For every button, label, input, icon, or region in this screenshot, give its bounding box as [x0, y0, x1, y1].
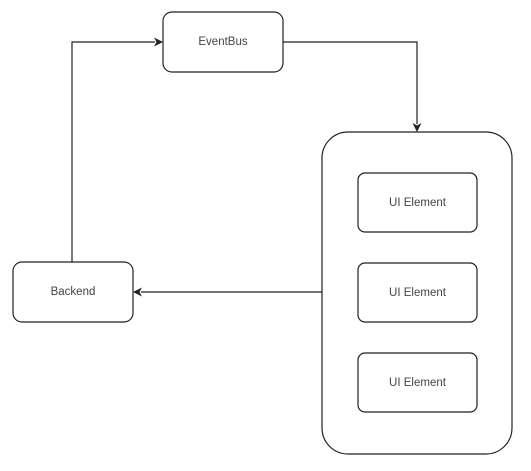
backend-label: Backend: [51, 286, 96, 298]
edge-line: [283, 41, 418, 124]
ui-element-box: [357, 352, 478, 413]
ui-element-label: UI Element: [389, 287, 447, 299]
arrowhead-icon: [412, 123, 422, 132]
ui-element-box: [357, 262, 478, 323]
edge-line: [71, 41, 155, 262]
eventbus-box: [162, 11, 284, 73]
ui-element-node-2[interactable]: UI Element: [357, 262, 478, 323]
ui-element-node-3[interactable]: UI Element: [357, 352, 478, 413]
ui-element-label: UI Element: [389, 197, 447, 209]
backend-node[interactable]: Backend: [12, 261, 134, 323]
edge-backend-to-eventbus: [71, 37, 163, 262]
edge-eventbus-to-container: [283, 41, 422, 132]
ui-element-box: [357, 172, 478, 233]
arrowhead-icon: [133, 287, 142, 297]
eventbus-node[interactable]: EventBus: [162, 11, 284, 73]
eventbus-label: EventBus: [198, 36, 247, 48]
ui-element-node-1[interactable]: UI Element: [357, 172, 478, 233]
edge-container-to-backend: [133, 287, 322, 297]
ui-element-label: UI Element: [389, 377, 447, 389]
backend-box: [12, 261, 134, 323]
arrowhead-icon: [154, 37, 163, 47]
